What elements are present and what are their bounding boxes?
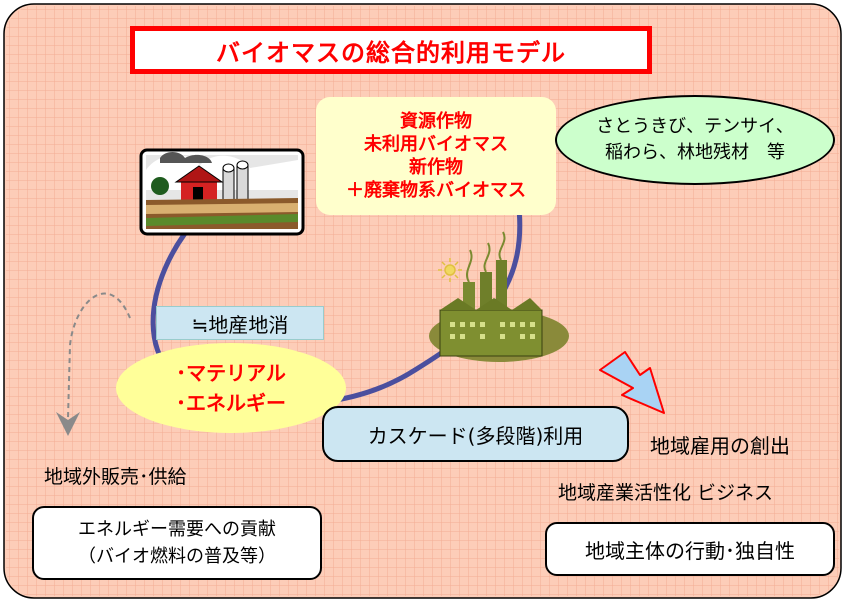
outside-sales-text: 地域外販売･供給 <box>44 466 187 488</box>
action-box: 地域主体の行動･独自性 <box>545 522 835 576</box>
factory-icon <box>429 231 569 362</box>
uses-line: ･エネルギー <box>176 391 286 415</box>
examples-line: さとうきび、テンサイ、 <box>596 116 794 137</box>
industry-text: 地域産業活性化 ビジネス <box>558 482 774 504</box>
title-box: バイオマスの総合的利用モデル <box>130 26 652 74</box>
red-outline-arrow-icon <box>599 351 665 414</box>
energy-contribution-box: エネルギー需要への貢献 （バイオ燃料の普及等） <box>32 506 322 580</box>
dashed-arrow-icon <box>56 292 131 436</box>
examples-ellipse: さとうきび、テンサイ、 稲わら、林地残材 等 <box>555 95 835 185</box>
energy-contribution-line: エネルギー需要への貢献 <box>78 519 276 540</box>
cascade-text: カスケード(多段階)利用 <box>367 423 584 448</box>
employment-text: 地域雇用の創出 <box>650 434 790 458</box>
cascade-box: カスケード(多段階)利用 <box>322 406 629 462</box>
uses-line: ･マテリアル <box>176 361 286 385</box>
resource-line: 資源作物 <box>400 111 472 132</box>
local-consumption-text: ≒地産地消 <box>191 312 289 337</box>
resource-box: 資源作物 未利用バイオマス 新作物 ＋廃棄物系バイオマス <box>316 97 556 215</box>
resource-line: 新作物 <box>409 157 463 178</box>
resource-line: ＋廃棄物系バイオマス <box>346 180 526 201</box>
page-title: バイオマスの総合的利用モデル <box>216 38 566 67</box>
local-consumption-label: ≒地産地消 <box>156 306 324 340</box>
resource-line: 未利用バイオマス <box>364 134 508 155</box>
farm-icon <box>139 148 305 236</box>
action-text: 地域主体の行動･独自性 <box>585 538 795 563</box>
examples-line: 稲わら、林地残材 等 <box>605 142 785 163</box>
energy-contribution-line: （バイオ燃料の普及等） <box>78 546 276 567</box>
uses-ellipse: ･マテリアル ･エネルギー <box>116 343 346 433</box>
